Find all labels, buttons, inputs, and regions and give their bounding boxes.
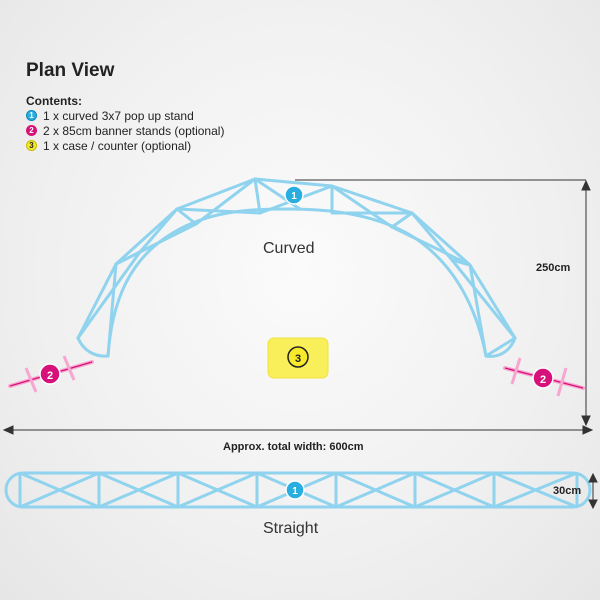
legend-item-banner: 2 2 x 85cm banner stands (optional) [26,123,224,138]
number-1-icon: 1 [26,110,37,121]
number-2-icon: 2 [26,125,37,136]
number-3-icon: 3 [26,140,37,151]
marker-stand-curved: 1 [284,185,304,205]
curved-stand-frame [76,177,517,358]
straight-label: Straight [263,520,319,537]
contents-heading: Contents: [26,94,82,108]
height-dimension-label: 250cm [536,262,571,274]
marker-label: 2 [47,370,53,382]
marker-label: 1 [292,486,298,497]
marker-label: 2 [540,374,546,386]
dimension-lines [2,179,598,510]
marker-banner-left: 2 [39,363,61,385]
legend-item-counter: 3 1 x case / counter (optional) [26,138,224,153]
legend-item-label: 2 x 85cm banner stands (optional) [43,123,225,138]
legend: 1 1 x curved 3x7 pop up stand 2 2 x 85cm… [26,108,224,153]
marker-stand-straight: 1 [285,480,305,500]
marker-label: 3 [295,353,301,365]
legend-item-label: 1 x case / counter (optional) [43,138,192,153]
legend-item-label: 1 x curved 3x7 pop up stand [43,108,194,123]
marker-banner-right: 2 [532,367,554,389]
legend-item-stand: 1 1 x curved 3x7 pop up stand [26,108,224,123]
curved-label: Curved [263,240,315,257]
width-dimension-label: Approx. total width: 600cm [223,441,364,453]
page-title: Plan View [26,60,115,81]
depth-dimension-label: 30cm [553,485,582,497]
marker-counter: 3 [287,346,309,368]
marker-label: 1 [291,191,297,202]
